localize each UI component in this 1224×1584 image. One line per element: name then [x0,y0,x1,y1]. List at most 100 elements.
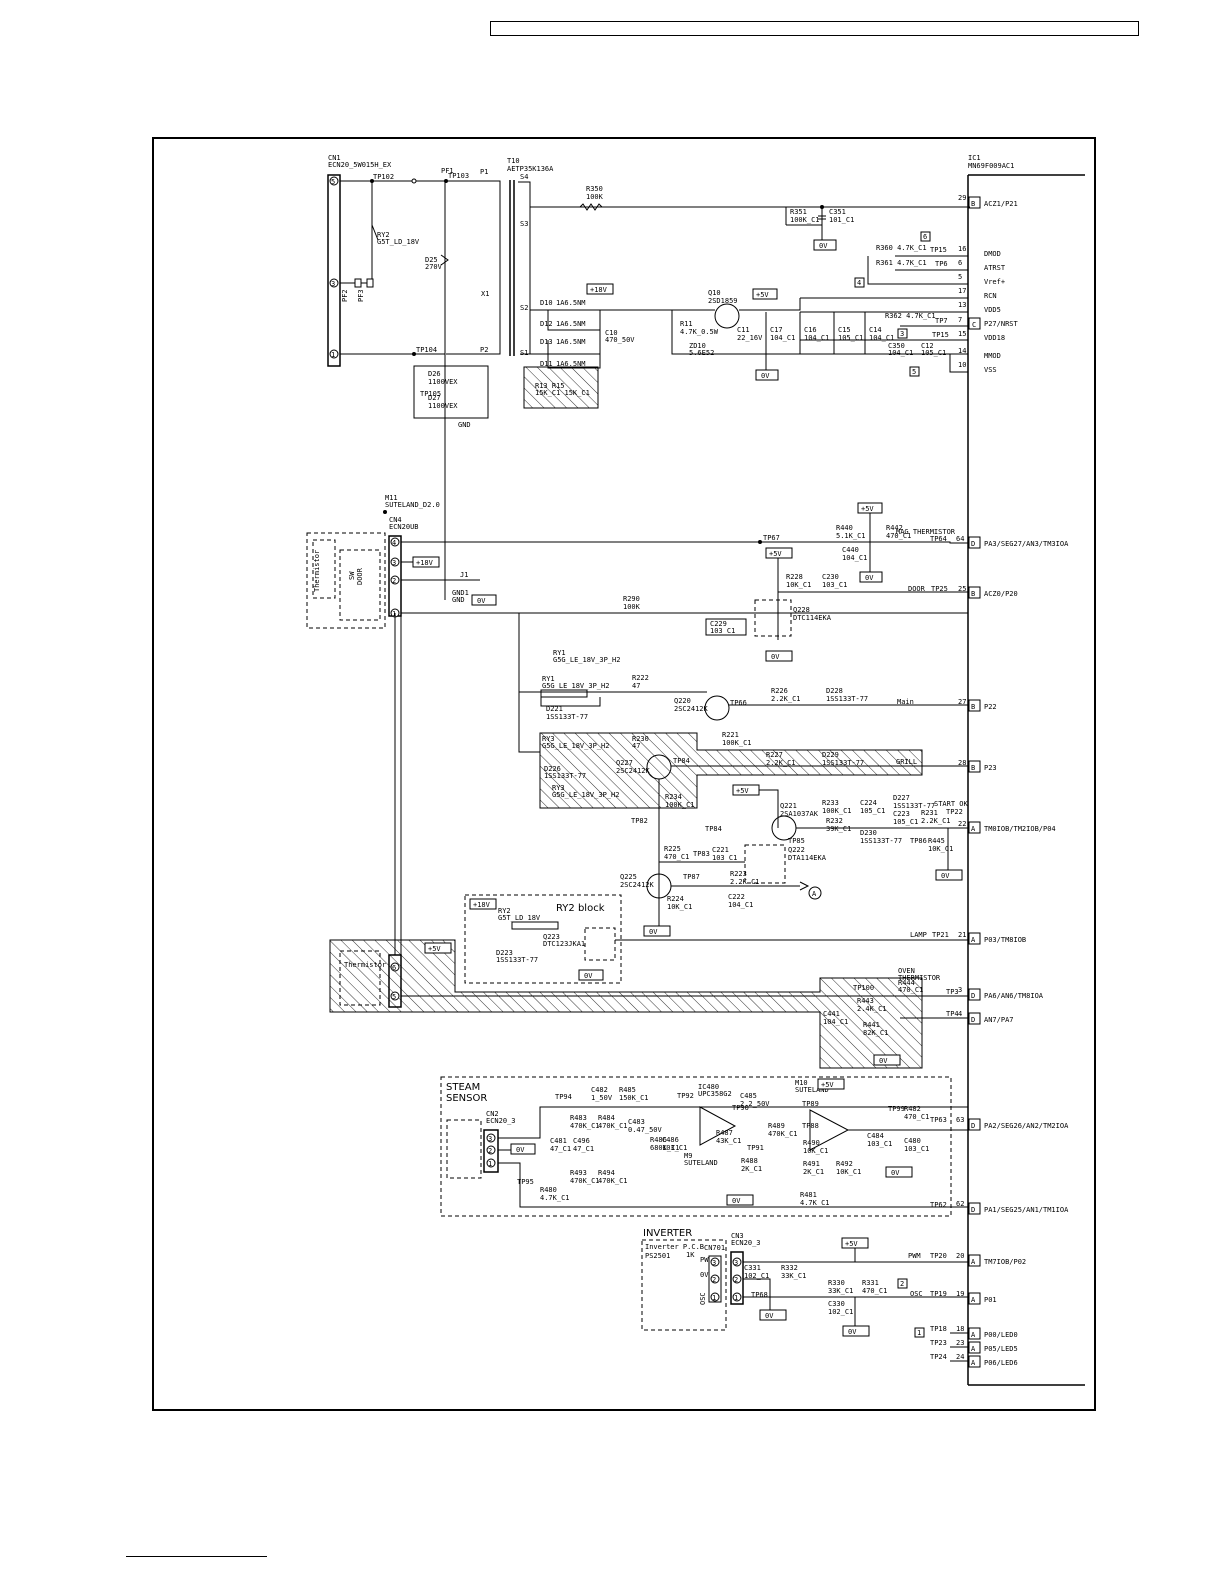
svg-text:R490: R490 [803,1139,820,1147]
svg-text:TP20: TP20 [930,1252,947,1260]
svg-text:TP87: TP87 [683,873,700,881]
svg-text:MMOD: MMOD [984,352,1001,360]
svg-text:+18V: +18V [416,559,434,567]
svg-text:20: 20 [956,1252,964,1260]
svg-text:C11: C11 [737,326,750,334]
svg-text:D: D [971,1122,975,1130]
svg-text:D: D [971,1206,975,1214]
svg-text:103_C1: 103_C1 [710,627,735,635]
svg-text:TP67: TP67 [763,534,780,542]
svg-text:63: 63 [956,1116,964,1124]
svg-text:C14: C14 [869,326,882,334]
svg-text:4.7K_0.5W: 4.7K_0.5W [680,328,719,336]
svg-text:1: 1 [917,1329,921,1337]
svg-text:4: 4 [857,279,861,287]
svg-text:0V: 0V [941,872,950,880]
svg-text:MAG THERMISTOR: MAG THERMISTOR [896,528,956,536]
svg-text:TP89: TP89 [802,1100,819,1108]
svg-text:D226: D226 [544,765,561,773]
svg-text:C480: C480 [904,1137,921,1145]
svg-text:+5V: +5V [428,945,441,953]
svg-text:0V: 0V [879,1057,888,1065]
svg-text:+5V: +5V [845,1240,858,1248]
svg-text:P2: P2 [480,346,488,354]
svg-text:2SA1037AK: 2SA1037AK [780,810,819,818]
svg-text:STEAM: STEAM [446,1082,480,1093]
svg-text:0V: 0V [477,597,486,605]
svg-text:S2: S2 [520,304,528,312]
svg-text:1: 1 [392,610,396,618]
svg-text:D13: D13 [540,338,553,346]
svg-text:Main: Main [897,698,914,706]
svg-text:D: D [971,992,975,1000]
svg-text:R222: R222 [632,674,649,682]
svg-text:C224: C224 [860,799,877,807]
svg-text:G5G_LE_18V_3P_H2: G5G_LE_18V_3P_H2 [542,742,609,750]
svg-text:RY1: RY1 [553,649,566,657]
svg-text:A: A [971,936,976,944]
svg-text:P1: P1 [480,168,488,176]
svg-text:5.1K_C1: 5.1K_C1 [836,532,866,540]
ic1: IC1 MN69F009AC1 [967,154,1085,1386]
svg-text:VDD5: VDD5 [984,306,1001,314]
svg-text:TP15: TP15 [932,331,949,339]
svg-text:C229: C229 [710,620,727,628]
svg-text:104_C1: 104_C1 [804,334,829,342]
svg-text:DTA114EKA: DTA114EKA [788,854,827,862]
svg-text:C10: C10 [605,329,618,337]
svg-text:33K_C1: 33K_C1 [781,1272,806,1280]
svg-text:1A6.5NM: 1A6.5NM [556,320,586,328]
svg-text:28: 28 [958,759,966,767]
svg-text:R350: R350 [586,185,603,193]
svg-text:R332: R332 [781,1264,798,1272]
svg-text:TP90: TP90 [732,1104,749,1112]
svg-text:CN4: CN4 [389,516,402,524]
svg-text:TP18: TP18 [930,1325,947,1333]
svg-text:1A6.5NM: 1A6.5NM [556,360,586,368]
svg-text:100K_C1: 100K_C1 [790,216,820,224]
svg-text:0V: 0V [700,1271,709,1279]
svg-text:39K_C1: 39K_C1 [826,825,851,833]
svg-text:OVEN: OVEN [898,967,915,975]
svg-text:TP6: TP6 [935,260,948,268]
svg-text:2: 2 [900,1280,904,1288]
svg-text:2: 2 [488,1147,492,1155]
svg-text:Q221: Q221 [780,802,797,810]
svg-text:R493: R493 [570,1169,587,1177]
svg-text:Q228: Q228 [793,606,810,614]
svg-text:1SS133T-77: 1SS133T-77 [496,956,538,964]
svg-text:M9: M9 [684,1152,692,1160]
svg-text:470_C1: 470_C1 [862,1287,887,1295]
svg-text:RY3: RY3 [542,735,555,743]
svg-text:270V: 270V [425,263,443,271]
svg-text:470K_C1: 470K_C1 [598,1177,628,1185]
svg-text:PF2: PF2 [341,289,349,302]
svg-text:2: 2 [392,577,396,585]
svg-text:P05/LED5: P05/LED5 [984,1345,1018,1353]
svg-text:TP62: TP62 [930,1201,947,1209]
svg-text:24: 24 [956,1353,964,1361]
header-rule-box [490,21,1139,36]
svg-text:TP84: TP84 [673,757,690,765]
svg-text:D27: D27 [428,394,441,402]
svg-text:ECN20_5W015H_EX: ECN20_5W015H_EX [328,161,392,169]
svg-text:A: A [971,1331,976,1339]
svg-text:+5V: +5V [821,1081,834,1089]
svg-text:R486: R486 [650,1136,667,1144]
svg-text:A: A [971,1296,976,1304]
svg-text:VDD18: VDD18 [984,334,1005,342]
svg-text:1100VEX: 1100VEX [428,378,458,386]
svg-text:17: 17 [958,287,966,295]
svg-text:R233: R233 [822,799,839,807]
svg-text:33K_C1: 33K_C1 [828,1287,853,1295]
svg-text:0.47_50V: 0.47_50V [628,1126,663,1134]
svg-text:RY2: RY2 [498,907,511,915]
svg-text:470K_C1: 470K_C1 [570,1122,600,1130]
svg-text:G5G_LE_18V_3P_H2: G5G_LE_18V_3P_H2 [552,791,619,799]
schematic-frame [152,137,1096,1411]
